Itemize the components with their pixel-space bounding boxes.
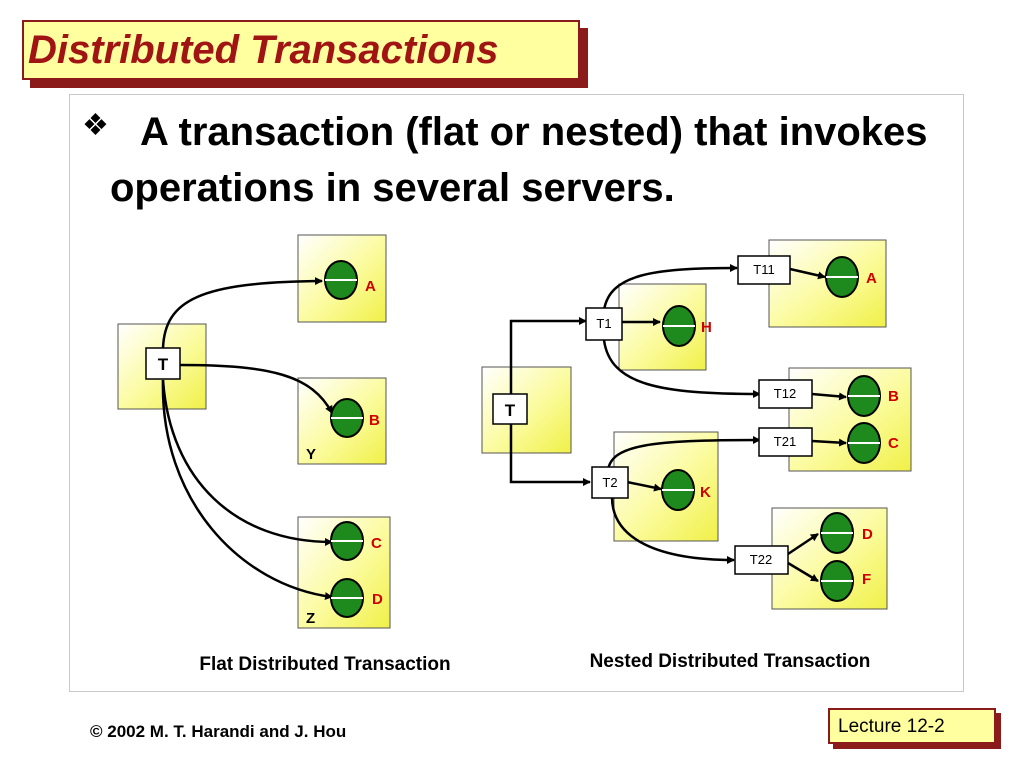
flat-object-a: A: [324, 260, 376, 300]
nested-t21-label: T21: [774, 434, 796, 449]
lecture-number: Lecture 12-2: [838, 716, 945, 737]
nested-object-k: K: [661, 469, 711, 511]
nested-arrow-t22-d: [787, 532, 819, 556]
flat-server-z-label: Z: [306, 610, 315, 627]
flat-client-t-label: T: [158, 355, 169, 374]
nested-arrow-t-t1: [509, 317, 587, 396]
nested-arrow-t2-t21: [606, 436, 761, 471]
nested-object-h-label: H: [701, 319, 712, 336]
flat-caption: Flat Distributed Transaction: [199, 654, 450, 675]
nested-object-h: H: [662, 305, 712, 347]
nested-arrow-t1-t11: [602, 264, 738, 311]
slide-title: Distributed Transactions: [28, 28, 499, 72]
nested-arrow-t21-c: [811, 438, 847, 447]
nested-object-b-label: B: [888, 388, 899, 405]
nested-client-t: [492, 393, 528, 425]
nested-caption: Nested Distributed Transaction: [590, 651, 871, 672]
nested-object-c: C: [847, 422, 899, 464]
lecture-number-box: Lecture 12-2: [828, 708, 996, 744]
slide-title-box: Distributed Transactions: [22, 20, 580, 80]
nested-arrow-t2-t22: [610, 496, 735, 564]
nested-arrow-t1-t12: [602, 339, 761, 398]
nested-arrow-t11-a: [789, 267, 826, 280]
nested-object-f: F: [820, 560, 871, 602]
flat-object-a-label: A: [365, 278, 376, 295]
nested-t1-box: [585, 307, 623, 341]
flat-object-d: D: [330, 578, 383, 618]
nested-object-d: D: [820, 512, 873, 554]
nested-diagram: T T1 T2 T11 T12 T21 T22 H K A: [481, 239, 912, 672]
nested-t2-box: [591, 466, 629, 499]
nested-object-k-label: K: [700, 484, 711, 501]
nested-arrow-t2-k: [626, 480, 662, 492]
nested-arrow-t-t2: [509, 422, 591, 486]
flat-client-t: [145, 347, 181, 380]
nested-object-b: B: [847, 375, 899, 417]
nested-client-t-label: T: [505, 401, 516, 420]
nested-object-c-label: C: [888, 435, 899, 452]
flat-server-y-label: Y: [306, 446, 316, 463]
content-frame: [69, 94, 964, 692]
nested-t11-box: [737, 255, 791, 285]
bullet-text: A transaction (flat or nested) that invo…: [110, 110, 928, 210]
bullet-icon: ❖: [82, 109, 109, 142]
nested-object-f-label: F: [862, 571, 871, 588]
flat-object-b-label: B: [369, 412, 380, 429]
flat-server-y: [297, 377, 387, 465]
copyright-text: © 2002 M. T. Harandi and J. Hou: [90, 722, 347, 741]
flat-object-b: B: [330, 398, 380, 438]
flat-arrow-to-c: [161, 379, 333, 546]
nested-arrow-t22-f: [787, 561, 819, 583]
flat-arrow-to-d: [161, 379, 333, 601]
nested-t1-label: T1: [596, 316, 611, 331]
nested-t11-label: T11: [753, 262, 774, 277]
flat-arrow-to-a: [161, 277, 323, 349]
flat-arrow-to-b: [179, 363, 334, 414]
nested-t22-box: [734, 545, 789, 575]
nested-object-a: A: [825, 256, 877, 298]
nested-t22-label: T22: [750, 552, 772, 567]
nested-t12-box: [758, 379, 813, 409]
flat-diagram: T A B Y C D Z Flat Distributed Transacti…: [117, 234, 451, 675]
nested-t12-label: T12: [774, 386, 796, 401]
nested-object-a-label: A: [866, 270, 877, 287]
nested-t21-box: [758, 427, 813, 457]
flat-object-d-label: D: [372, 591, 383, 608]
nested-t2-label: T2: [602, 475, 617, 490]
flat-object-c-label: C: [371, 535, 382, 552]
nested-object-d-label: D: [862, 526, 873, 543]
flat-object-c: C: [330, 521, 382, 561]
nested-arrow-t12-b: [811, 392, 847, 401]
